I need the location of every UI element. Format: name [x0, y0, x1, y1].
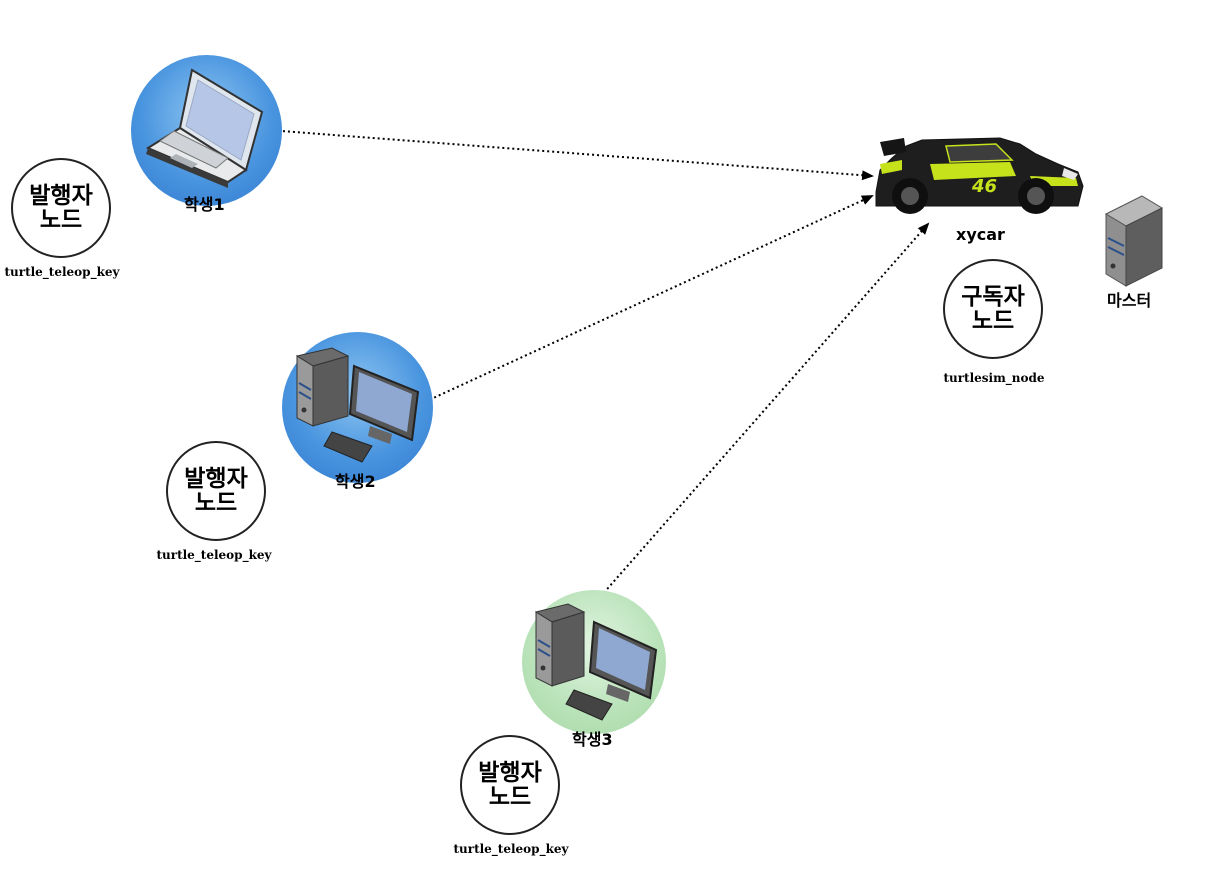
student3-label: 학생3 [572, 730, 613, 749]
publisher-node-3: 발행자 노드 [460, 735, 560, 835]
arrow-student1-to-xycar [267, 129, 874, 181]
publisher-node-line2: 노드 [488, 784, 532, 810]
publisher-node-line1: 발행자 [29, 183, 93, 209]
student1-label: 학생1 [184, 195, 225, 214]
student2-label: 학생2 [335, 472, 376, 491]
subscriber-node: 구독자 노드 [943, 259, 1043, 359]
publisher-node-line2: 노드 [39, 207, 83, 233]
publisher-node-1: 발행자 노드 [11, 158, 111, 258]
publisher-node-line2: 노드 [194, 490, 238, 516]
xycar-label: xycar [956, 225, 1005, 244]
master-label: 마스터 [1107, 291, 1152, 310]
arrow-student3-to-xycar [593, 222, 930, 605]
subscriber-node-line1: 구독자 [961, 284, 1025, 310]
publisher-node-line1: 발행자 [478, 760, 542, 786]
publisher-node-1-name: turtle_teleop_key [4, 265, 120, 279]
publisher-node-2: 발행자 노드 [166, 441, 266, 541]
publisher-node-3-name: turtle_teleop_key [453, 842, 569, 856]
car-number: 46 [971, 176, 997, 197]
publisher-node-line1: 발행자 [184, 466, 248, 492]
arrow-student2-to-xycar [415, 195, 874, 407]
subscriber-node-line2: 노드 [971, 308, 1015, 334]
publisher-node-2-name: turtle_teleop_key [156, 548, 272, 562]
subscriber-node-name: turtlesim_node [943, 371, 1045, 385]
